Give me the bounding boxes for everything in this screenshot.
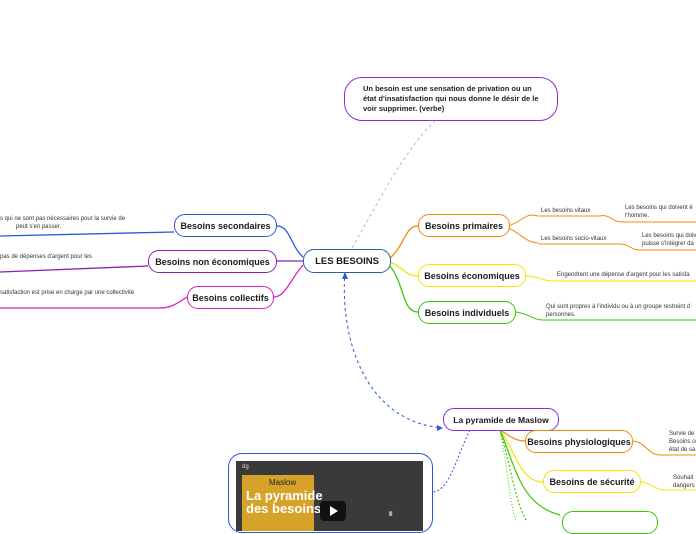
besoins-collectifs-detail: satisfaction est prise en charge par une… bbox=[0, 289, 134, 297]
physiologiques-detail-1: Survie de bbox=[669, 430, 694, 438]
besoins-individuels-detail-1: Qui sont propres à l'individu ou à un gr… bbox=[546, 303, 690, 311]
play-icon[interactable] bbox=[320, 501, 346, 521]
securite-detail-2: dangers bbox=[673, 482, 695, 490]
besoins-securite-label: Besoins de sécurité bbox=[549, 477, 634, 487]
video-top-title: Maslow bbox=[269, 478, 296, 487]
besoins-secondaires-node[interactable]: Besoins secondaires bbox=[174, 214, 277, 237]
besoins-individuels-node[interactable]: Besoins individuels bbox=[418, 301, 516, 324]
physiologiques-detail-3: état de sa bbox=[669, 446, 695, 454]
besoins-vitaux-label[interactable]: Les besoins vitaux bbox=[541, 207, 590, 215]
besoins-vitaux-detail-1: Les besoins qui doivent ê bbox=[625, 204, 693, 212]
pyramide-maslow-label: La pyramide de Maslow bbox=[453, 415, 548, 425]
besoins-economiques-detail: Engendrent une dépense d'argent pour les… bbox=[557, 271, 690, 279]
definition-text: Un besoin est une sensation de privation… bbox=[363, 84, 539, 113]
definition-node[interactable]: Un besoin est une sensation de privation… bbox=[344, 77, 558, 121]
besoins-physiologiques-node[interactable]: Besoins physiologiques bbox=[525, 430, 633, 453]
besoins-non-economiques-label: Besoins non économiques bbox=[155, 257, 270, 267]
besoins-vitaux-detail-2: l'homme. bbox=[625, 212, 649, 220]
video-thumbnail[interactable]: dg Maslow La pyramide des besoins ▗ bbox=[236, 461, 423, 531]
central-topic-label: LES BESOINS bbox=[315, 256, 379, 267]
video-node[interactable]: dg Maslow La pyramide des besoins ▗ bbox=[228, 453, 433, 533]
besoins-non-economiques-detail: pas de dépenses d'argent pour les bbox=[0, 253, 92, 261]
besoins-collectifs-label: Besoins collectifs bbox=[192, 293, 269, 303]
besoins-socio-vitaux-detail-1: Les besoins qui doiv bbox=[642, 232, 696, 240]
besoins-collectifs-node[interactable]: Besoins collectifs bbox=[187, 286, 274, 309]
besoins-individuels-label: Besoins individuels bbox=[425, 308, 510, 318]
central-topic-node[interactable]: LES BESOINS bbox=[303, 249, 391, 273]
physiologiques-detail-2: Besoins co bbox=[669, 438, 696, 446]
besoins-individuels-detail-2: personnes. bbox=[546, 311, 576, 319]
besoins-economiques-label: Besoins économiques bbox=[424, 271, 520, 281]
besoins-non-economiques-node[interactable]: Besoins non économiques bbox=[148, 250, 277, 273]
besoins-economiques-node[interactable]: Besoins économiques bbox=[418, 264, 526, 287]
besoins-physiologiques-label: Besoins physiologiques bbox=[527, 437, 631, 447]
besoins-secondaires-label: Besoins secondaires bbox=[180, 221, 270, 231]
video-channel-logo: dg bbox=[242, 464, 249, 470]
besoins-socio-vitaux-label[interactable]: Les besoins socio-vitaux bbox=[541, 235, 606, 243]
besoins-secondaires-detail-2: peut s'en passer. bbox=[16, 223, 61, 231]
besoins-primaires-node[interactable]: Besoins primaires bbox=[418, 214, 510, 237]
besoins-partial-node[interactable] bbox=[562, 511, 658, 534]
pyramide-maslow-node[interactable]: La pyramide de Maslow bbox=[443, 408, 559, 431]
securite-detail-1: Souhait bbox=[673, 474, 693, 482]
besoins-secondaires-detail-1: s qui ne sont pas nécessaires pour la su… bbox=[0, 215, 125, 223]
besoins-securite-node[interactable]: Besoins de sécurité bbox=[543, 470, 641, 493]
besoins-socio-vitaux-detail-2: puisse s'intégrer da bbox=[642, 240, 694, 248]
decor-icon: ▗ bbox=[386, 507, 392, 516]
besoins-primaires-label: Besoins primaires bbox=[425, 221, 503, 231]
